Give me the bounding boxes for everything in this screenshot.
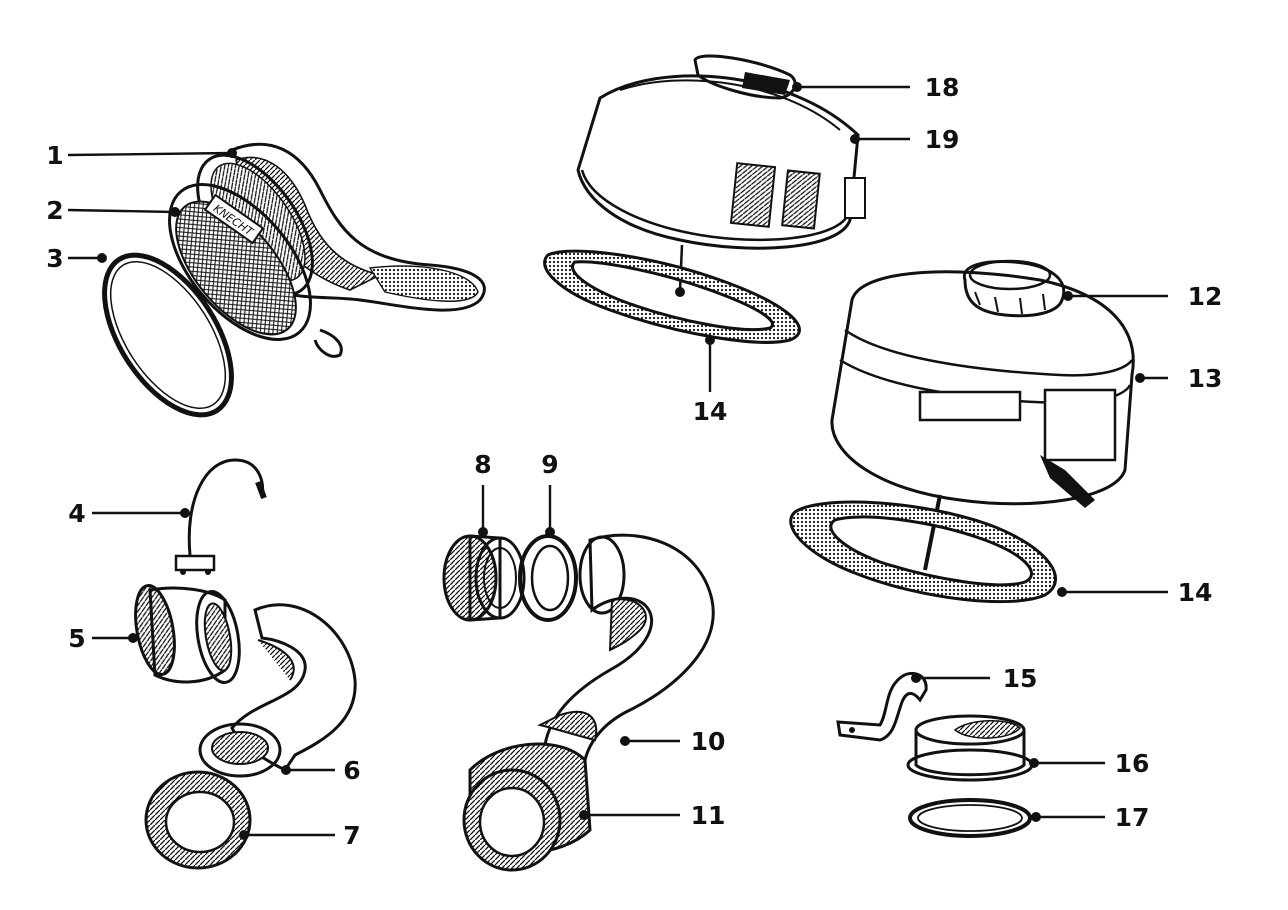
part-2-filter-insert: KNECHT [168,183,312,341]
callout-5: 5 [68,624,85,653]
leader-lines [67,82,1168,840]
callout-10: 10 [691,727,726,756]
callout-13: 13 [1188,364,1223,393]
part-9-ring [518,534,578,622]
callout-4: 4 [68,499,85,528]
callout-7: 7 [343,821,360,850]
callout-labels: 1 2 3 4 5 6 7 8 9 10 11 12 13 14 14 15 1… [46,73,1222,850]
callout-14-lower: 14 [1178,578,1213,607]
callout-11: 11 [691,801,726,830]
part-4-wire-clip [174,458,267,575]
part-12-filler-cap [962,259,1066,318]
callout-18: 18 [925,73,960,102]
callout-14-upper: 14 [693,397,728,426]
callout-3: 3 [46,244,63,273]
part-8-clamp-band [442,534,526,622]
callout-2: 2 [46,196,63,225]
callout-16: 16 [1115,749,1150,778]
part-3-gasket-ring [102,252,234,418]
part-5-rubber-sleeve [134,584,241,684]
part-10-long-hose [537,533,715,762]
part-7-clamp-ring [144,770,252,870]
callout-19: 19 [925,125,960,154]
part-11-hose-sleeve [462,742,592,872]
callout-6: 6 [343,756,360,785]
part-13-lower-filter-housing [830,270,1135,590]
part-14-lower-gasket [789,500,1057,604]
part-15-bracket [836,671,928,742]
callout-9: 9 [541,450,558,479]
callout-12: 12 [1188,282,1223,311]
callout-8: 8 [474,450,491,479]
part-6-hose [198,603,357,778]
part-14-upper-gasket [543,249,801,344]
part-17-o-ring [908,798,1032,838]
callout-1: 1 [46,141,63,170]
part-19-upper-filter-housing [576,74,866,297]
part-16-filter-cap [906,714,1034,782]
callout-15: 15 [1003,664,1038,693]
callout-17: 17 [1115,803,1150,832]
